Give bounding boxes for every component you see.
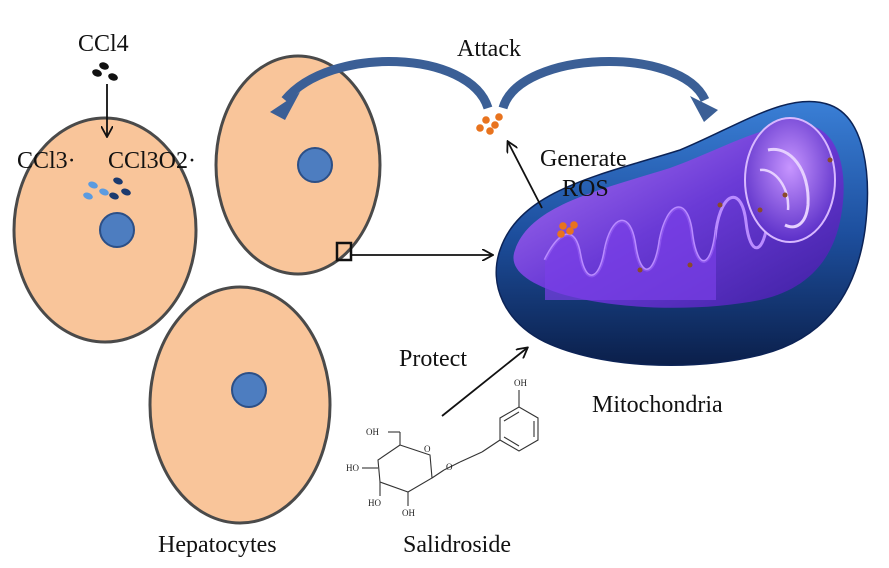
ccl4-molecules bbox=[92, 62, 118, 81]
radical-molecules bbox=[83, 177, 131, 200]
nucleus-bottom bbox=[231, 372, 267, 408]
chem-oh-top: OH bbox=[514, 378, 527, 388]
hepatocyte-left bbox=[12, 116, 198, 344]
nucleus-left bbox=[99, 212, 135, 248]
label-ccl4: CCl4 bbox=[78, 31, 129, 57]
salidroside-structure-icon bbox=[362, 390, 539, 506]
chem-oh-1: OH bbox=[366, 427, 379, 437]
label-ccl3o2: CCl3O2· bbox=[108, 148, 196, 174]
nucleus-top bbox=[297, 147, 333, 183]
ros-molecules bbox=[476, 113, 503, 135]
label-generate: Generate bbox=[540, 146, 627, 172]
label-hepatocytes: Hepatocytes bbox=[158, 532, 277, 558]
label-attack: Attack bbox=[457, 36, 521, 62]
generate-ros-arrow bbox=[508, 142, 543, 209]
mitochondrion-icon bbox=[495, 100, 869, 367]
hepatocyte-bottom bbox=[148, 285, 332, 525]
label-protect: Protect bbox=[399, 346, 467, 372]
chem-oh-2: HO bbox=[346, 463, 359, 473]
protect-arrow bbox=[441, 348, 527, 417]
label-mitochondria: Mitochondria bbox=[592, 392, 723, 418]
label-salidroside: Salidroside bbox=[403, 532, 511, 558]
chem-o-ring: O bbox=[424, 444, 431, 454]
label-ros: ROS bbox=[562, 176, 609, 202]
chem-o-link: O bbox=[446, 462, 453, 472]
label-ccl3: CCl3· bbox=[17, 148, 76, 174]
chem-oh-3: HO bbox=[368, 498, 381, 508]
membrane-detail-box bbox=[335, 241, 353, 262]
hepatocyte-top bbox=[214, 54, 382, 276]
curved-arrow-icon bbox=[270, 56, 718, 122]
chem-oh-4: OH bbox=[402, 508, 415, 518]
